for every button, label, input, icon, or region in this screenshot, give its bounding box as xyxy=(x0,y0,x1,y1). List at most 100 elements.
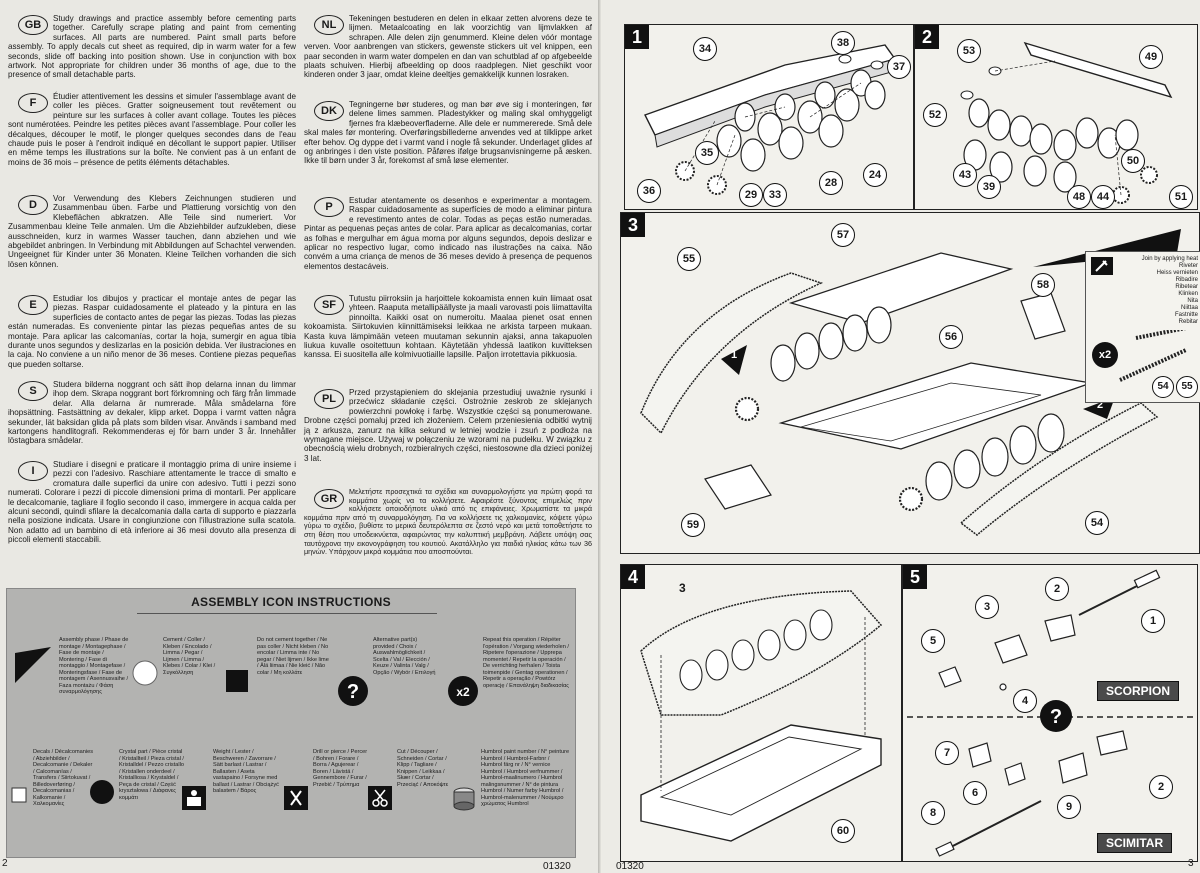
part-label: 9 xyxy=(1057,795,1081,819)
lang-block-d: D Vor Verwendung des Klebers Zeichnungen… xyxy=(8,194,296,269)
catalog-code-right: 01320 xyxy=(616,861,644,872)
part-label: 59 xyxy=(681,513,705,537)
part-label: 3 xyxy=(975,595,999,619)
lang-badge: D xyxy=(18,195,48,215)
lang-badge: P xyxy=(314,197,344,217)
lang-text: Tegningerne bør studeres, og man bør øve… xyxy=(304,100,592,166)
variant-label-scimitar: SCIMITAR xyxy=(1097,833,1173,853)
step-number: 5 xyxy=(903,565,927,589)
part-label: 39 xyxy=(977,175,1001,199)
lang-block-p: P Estudar atentamente os desenhos e expe… xyxy=(304,196,592,271)
part-label: 7 xyxy=(935,741,959,765)
step-1-drawing xyxy=(644,44,897,195)
part-label: 5 xyxy=(921,629,945,653)
step-number: 1 xyxy=(625,25,649,49)
ref-step-2: 2 xyxy=(1097,399,1104,411)
step-2-panel: 2 53 49 52 43 39 48 44 50 51 xyxy=(914,24,1198,210)
lang-text: Étudier attentivement les dessins et sim… xyxy=(8,92,296,167)
lang-text: Przed przystąpieniem do sklejania przest… xyxy=(304,388,592,463)
icon-text-assembly-phase: Assembly phase / Phase de montage / Mont… xyxy=(59,637,129,695)
icon-text-decal: Decals / Décalcomanies / Abziehbilder / … xyxy=(33,749,94,807)
part-label: 57 xyxy=(831,223,855,247)
part-label: 6 xyxy=(963,781,987,805)
lang-text: Tekeningen bestuderen en delen in elkaar… xyxy=(304,14,592,80)
part-label: 52 xyxy=(923,103,947,127)
lang-block-nl: NL Tekeningen bestuderen en delen in elk… xyxy=(304,14,592,80)
icon-text-weight: Weight / Lester / Beschweren / Zavorrare… xyxy=(213,749,279,794)
lang-block-f: F Étudier attentivement les dessins et s… xyxy=(8,92,296,167)
join-line: Rebitar xyxy=(1178,319,1198,325)
part-label: 51 xyxy=(1169,185,1193,209)
lang-text: Studera bilderna noggrant och sätt ihop … xyxy=(8,380,296,446)
part-label: 2 xyxy=(1149,775,1173,799)
lang-block-i: I Studiare i disegni e praticare il mont… xyxy=(8,460,296,545)
icon-text-do-not-cement: Do not cement together / Ne pas coller /… xyxy=(257,637,329,676)
part-label: 34 xyxy=(693,37,717,61)
part-label: 53 xyxy=(957,39,981,63)
part-label: 43 xyxy=(953,163,977,187)
drill-icon xyxy=(284,786,308,810)
part-label: 24 xyxy=(863,163,887,187)
step-1-panel: 1 34 38 37 35 36 29 33 28 24 xyxy=(624,24,914,210)
join-line: Riveter xyxy=(1178,263,1198,269)
lang-block-dk: DK Tegningerne bør studeres, og man bør … xyxy=(304,100,592,166)
step-3-panel: 3 57 55 58 56 59 54 1 2 xyxy=(620,212,1200,554)
heat-tool-icon xyxy=(1091,257,1113,275)
lang-text: Tutustu piirroksiin ja harjoittele kokoa… xyxy=(304,294,592,360)
icon-text-alternative-part: Alternative part(s) provided / Choix / A… xyxy=(373,637,436,676)
lang-block-gr: GR Μελετήστε προσεχτικά τα σχέδια και συ… xyxy=(304,487,592,557)
join-line: Nita xyxy=(1187,298,1198,304)
svg-text:?: ? xyxy=(1050,706,1062,728)
step-2-drawing xyxy=(960,41,1173,204)
cut-icon xyxy=(368,786,392,810)
catalog-code-left: 01320 xyxy=(543,861,571,872)
crystal-part-icon xyxy=(90,780,114,804)
icon-text-repeat: Repeat this operation / Répéter l'opérat… xyxy=(483,637,569,689)
do-not-cement-icon xyxy=(226,670,248,692)
lang-text: Μελετήστε προσεχτικά τα σχέδια και συναρ… xyxy=(304,487,592,557)
part-label: 54 xyxy=(1152,376,1174,398)
page-fold xyxy=(598,0,602,873)
svg-text:x2: x2 xyxy=(456,685,470,699)
step-number: 2 xyxy=(915,25,939,49)
part-label: 60 xyxy=(831,819,855,843)
ref-step-3: 3 xyxy=(679,581,686,595)
lang-badge: GR xyxy=(314,489,344,509)
icon-text-cut: Cut / Découper / Schneiden / Cortar / Kl… xyxy=(397,749,449,788)
lang-badge: PL xyxy=(314,389,344,409)
part-label: 36 xyxy=(637,179,661,203)
part-label: 56 xyxy=(939,325,963,349)
part-label: 28 xyxy=(819,171,843,195)
part-label: 38 xyxy=(831,31,855,55)
part-label: 55 xyxy=(677,247,701,271)
lang-badge: F xyxy=(18,93,48,113)
join-line: Heiss vernieten xyxy=(1156,270,1198,276)
alternative-part-icon: ? xyxy=(338,676,368,706)
lang-badge: E xyxy=(18,295,48,315)
part-label: 37 xyxy=(887,55,911,79)
join-by-heat-box: Join by applying heat Riveter Heiss vern… xyxy=(1085,251,1200,403)
join-line: Ribetear xyxy=(1175,284,1198,290)
lang-block-s: S Studera bilderna noggrant och sätt iho… xyxy=(8,380,296,446)
lang-block-sf: SF Tutustu piirroksiin ja harjoittele ko… xyxy=(304,294,592,360)
part-label: 50 xyxy=(1121,149,1145,173)
step-4-drawing xyxy=(640,590,883,842)
lang-text: Estudar atentamente os desenhos e experi… xyxy=(304,196,592,271)
part-label: 29 xyxy=(739,183,763,207)
right-page: 1 34 38 37 35 36 29 33 28 24 2 xyxy=(602,0,1200,873)
step-4-panel: 4 60 3 xyxy=(620,564,902,862)
lang-block-pl: PL Przed przystąpieniem do sklejania prz… xyxy=(304,388,592,463)
lang-text: Vor Verwendung des Klebers Zeichnungen s… xyxy=(8,194,296,269)
lang-text: Study drawings and practice assembly bef… xyxy=(8,14,296,80)
part-label: 49 xyxy=(1139,45,1163,69)
join-line: Fastnitte xyxy=(1174,312,1198,318)
part-label: 35 xyxy=(695,141,719,165)
decal-icon xyxy=(11,787,27,803)
left-page: GB Study drawings and practice assembly … xyxy=(0,0,598,873)
part-label: 33 xyxy=(763,183,787,207)
icon-text-cement: Cement / Coller / Kleben / Encolado / Li… xyxy=(163,637,216,676)
ref-step-1: 1 xyxy=(731,349,738,361)
paint-number-icon xyxy=(453,787,475,811)
part-label: 58 xyxy=(1031,273,1055,297)
lang-block-gb: GB Study drawings and practice assembly … xyxy=(8,14,296,80)
